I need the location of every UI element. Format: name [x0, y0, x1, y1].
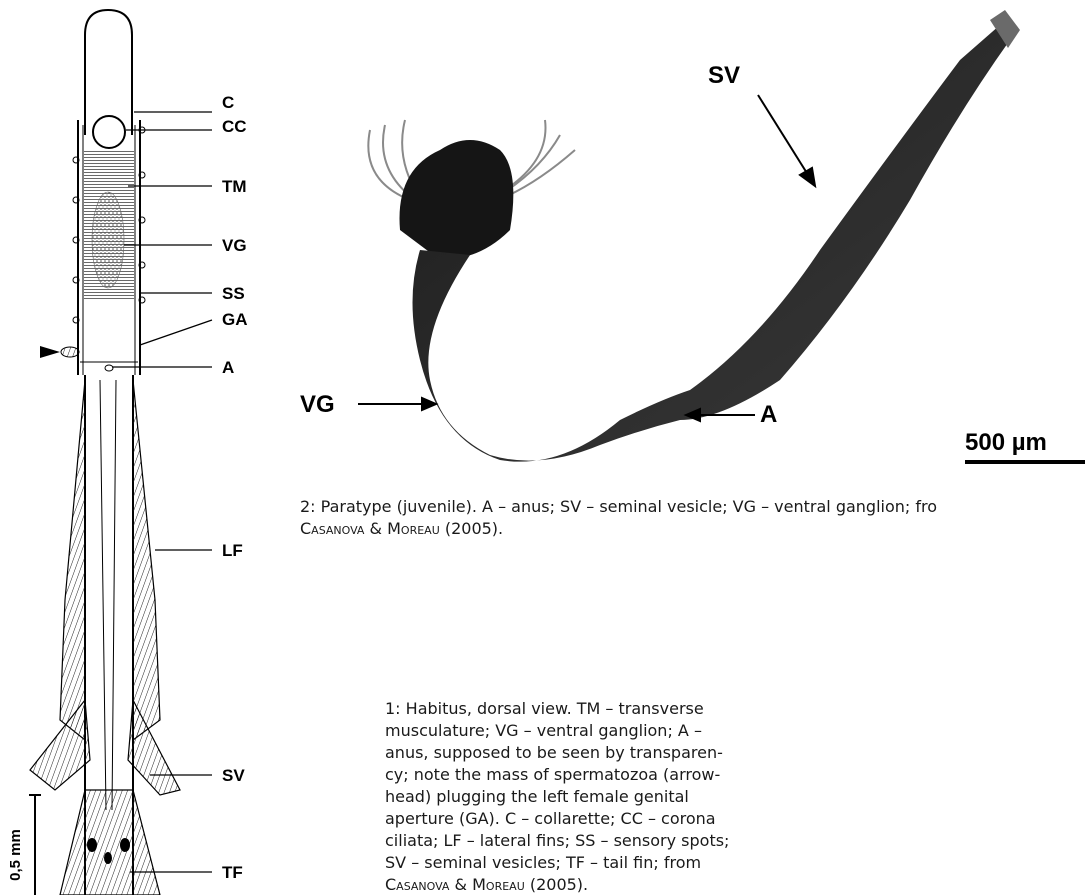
- label-tm: TM: [222, 177, 247, 196]
- specimen-body: [413, 25, 1011, 462]
- scale-bar-1-label: 0,5 mm: [7, 829, 24, 881]
- author-moreau: Moreau: [387, 519, 440, 538]
- caption-2-line-2: Casanova & Moreau (2005).: [300, 518, 1085, 540]
- lateral-fin-right: [133, 380, 160, 740]
- label-sv: SV: [222, 766, 245, 785]
- author-moreau: Moreau: [472, 875, 525, 894]
- author-casanova: Casanova: [300, 519, 364, 538]
- label-lf: LF: [222, 541, 243, 560]
- corona-ciliata: [93, 116, 125, 148]
- arrowhead-icon: [40, 346, 60, 358]
- label-tf: TF: [222, 863, 243, 882]
- caption-1-line: musculature; VG – ventral ganglion; A –: [385, 720, 785, 742]
- arrow-sv: [758, 95, 810, 178]
- figure-1-habitus-drawing: 0,5 mm C CC TM VG SS GA A LF SV TF: [0, 0, 290, 895]
- label-vg: VG: [222, 236, 247, 255]
- caption-1-line: ciliata; LF – lateral fins; SS – sensory…: [385, 830, 785, 852]
- photo-label-a: A: [760, 401, 777, 428]
- photo-label-sv: SV: [708, 62, 740, 89]
- label-a: A: [222, 358, 234, 377]
- label-cc: CC: [222, 117, 247, 136]
- figure-2-caption: 2: Paratype (juvenile). A – anus; SV – s…: [300, 496, 1085, 540]
- caption-1-line: SV – seminal vesicles; TF – tail fin; fr…: [385, 852, 785, 874]
- spermatozoa-mass: [61, 347, 79, 357]
- figure-1-caption: 1: Habitus, dorsal view. TM – transverse…: [385, 698, 785, 896]
- caption-1-line: head) plugging the left female genital: [385, 786, 785, 808]
- caption-2-line-1: 2: Paratype (juvenile). A – anus; SV – s…: [300, 496, 1085, 518]
- figure-2-paratype-photo: SV VG A 500 µm: [290, 0, 1085, 480]
- caption-1-line: cy; note the mass of spermatozoa (arrow-: [385, 764, 785, 786]
- caption-1-line: 1: Habitus, dorsal view. TM – transverse: [385, 698, 785, 720]
- tail-fin: [60, 790, 160, 895]
- specimen-head: [400, 140, 514, 260]
- ventral-ganglion: [92, 192, 124, 288]
- caption-1-line: anus, supposed to be seen by transparen-: [385, 742, 785, 764]
- scale-bar-2-label: 500 µm: [965, 429, 1047, 456]
- caption-1-line: Casanova & Moreau (2005).: [385, 874, 785, 896]
- label-c: C: [222, 93, 234, 112]
- label-ss: SS: [222, 284, 245, 303]
- caption-1-line: aperture (GA). C – collarette; CC – coro…: [385, 808, 785, 830]
- author-casanova: Casanova: [385, 875, 449, 894]
- lateral-fin-left: [60, 380, 85, 740]
- label-ga: GA: [222, 310, 248, 329]
- photo-label-vg: VG: [300, 391, 335, 418]
